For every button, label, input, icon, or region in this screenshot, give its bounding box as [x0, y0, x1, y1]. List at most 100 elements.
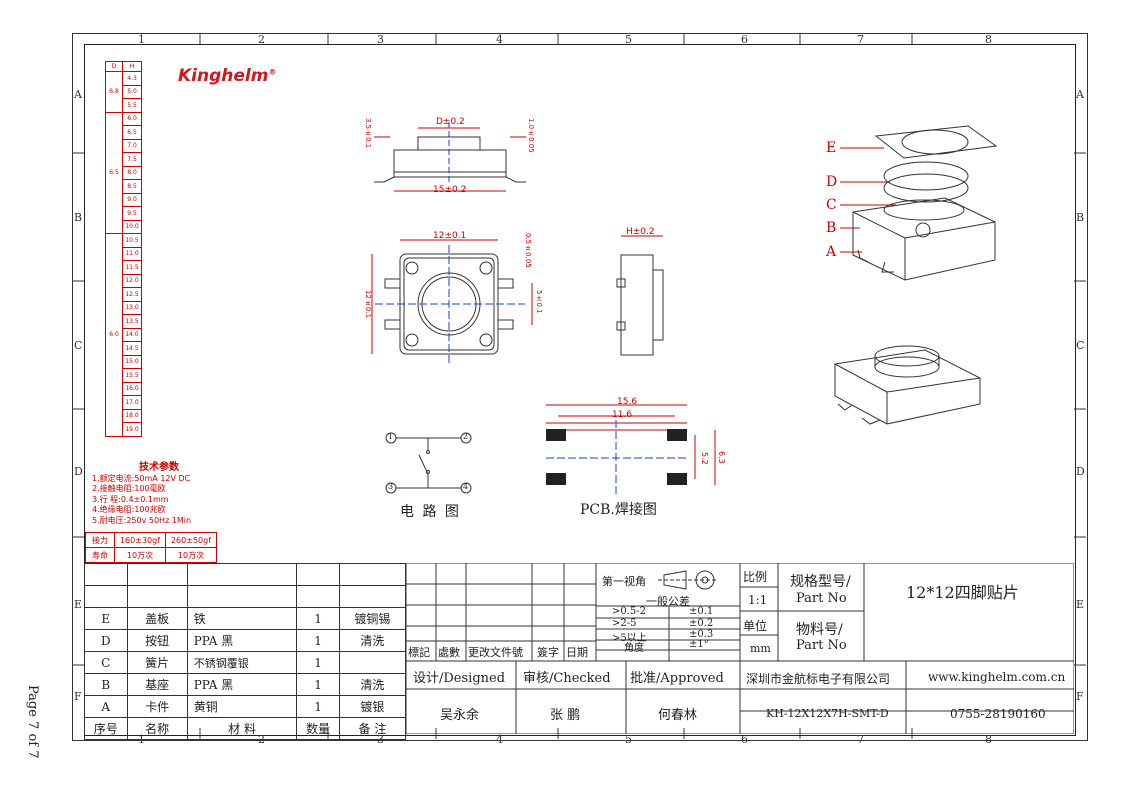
page-label: Page 7 of 7 — [25, 685, 40, 759]
dim-d: D±0.2 — [436, 117, 465, 127]
tol-value: ±0.3 — [689, 629, 714, 640]
tech-spec-item: 4.绝缘电阻:100兆欧 — [92, 505, 166, 514]
row-letter-b-right: B — [1076, 211, 1085, 224]
rev-date: 日期 — [566, 646, 588, 659]
size-h-value: 11.0 — [122, 246, 142, 261]
part-b-label: B — [826, 220, 837, 236]
pcb-pad — [546, 473, 566, 485]
tech-spec-item: 2.接触电阻:100毫欧 — [92, 484, 166, 493]
part-a-label: A — [826, 244, 837, 260]
drawing-outer-frame — [72, 33, 1088, 741]
size-h-value: 19.0 — [122, 422, 142, 437]
col-number-7-bottom: 7 — [857, 733, 864, 746]
size-h-value: 16.0 — [122, 381, 142, 396]
row-letter-d: D — [74, 465, 83, 478]
pin-1: 1 — [388, 432, 394, 441]
pin-4: 4 — [463, 482, 469, 491]
col-number-8: 8 — [985, 33, 992, 46]
approved-label: 批准/Approved — [630, 671, 724, 686]
size-h-value: 17.0 — [122, 395, 142, 410]
unit-label: 单位 — [743, 619, 768, 633]
part-d-label: D — [826, 174, 838, 190]
col-number-4-bottom: 4 — [496, 733, 503, 746]
dim-pcb-11-6: 11.6 — [612, 410, 633, 420]
row-letter-f-right: F — [1076, 690, 1084, 703]
row-letter-d-right: D — [1076, 465, 1085, 478]
dim-5: 5±0.1 — [535, 290, 543, 314]
pcb-pad — [667, 473, 687, 485]
dim-0-5: 0.5±0.05 — [524, 233, 532, 268]
col-number-1: 1 — [138, 33, 145, 46]
col-number-3-bottom: 3 — [377, 733, 384, 746]
tol-value: ±0.1 — [689, 606, 714, 617]
company-name: 深圳市金航标电子有限公司 — [746, 672, 891, 686]
checked-label: 审核/Checked — [523, 671, 611, 686]
col-number-6-bottom: 6 — [741, 733, 748, 746]
size-h-value: 18.0 — [122, 408, 142, 423]
material-label-en: Part No — [796, 638, 847, 653]
material-label: 物料号/ — [796, 622, 843, 638]
base-b — [852, 197, 996, 281]
rev-mark: 標記 — [408, 646, 430, 659]
tech-spec-item: 1.额定电流:50mA 12V DC — [92, 473, 191, 483]
designed-label: 设计/Designed — [413, 671, 506, 686]
tol-range: >2-5 — [612, 618, 637, 629]
force-table: 接力 160±30gf 260±50gf 寿命 10万次 10万次 — [85, 532, 217, 563]
tol-value: ±0.2 — [689, 618, 714, 629]
size-h-value: 13.0 — [122, 300, 142, 315]
row-letter-a-right: A — [1076, 88, 1084, 101]
tech-spec: 技术参数 1.额定电流:50mA 12V DC 2.接触电阻:100毫欧 3.行… — [92, 462, 204, 526]
part-e-label: E — [826, 140, 837, 156]
circuit-diagram-label: 电 路 图 — [400, 504, 461, 520]
dim-1-0: 1.0±0.05 — [527, 118, 535, 153]
tol-range: >0.5-2 — [612, 606, 647, 617]
approver-name: 何春林 — [658, 708, 698, 723]
general-tolerance-label: 一般公差 — [646, 595, 690, 608]
part-number: KH-12X12X7H-SMT-D — [766, 707, 889, 720]
dim-15: 15±0.2 — [433, 185, 467, 195]
tech-spec-item: 3.行 程:0.4±0.1mm — [92, 494, 169, 504]
size-h-value: 15.5 — [122, 368, 142, 383]
designer-name: 吴永余 — [440, 708, 480, 723]
size-h-value: 14.5 — [122, 341, 142, 356]
col-number-1-bottom: 1 — [138, 733, 145, 746]
dim-pcb-5-2: 5.2 — [700, 452, 709, 465]
part-c-label: C — [826, 197, 837, 213]
col-number-2: 2 — [258, 33, 265, 46]
unit-value: mm — [750, 642, 771, 655]
col-number-2-bottom: 2 — [258, 733, 265, 746]
pcb-pad — [667, 429, 687, 441]
dim-h: H±0.2 — [626, 227, 655, 237]
tol-angle-value: ±1° — [689, 639, 709, 650]
tol-range: >5以上 — [612, 633, 647, 644]
size-h-value: 12.0 — [122, 273, 142, 288]
rev-sign: 簽字 — [537, 646, 559, 659]
pin-3: 3 — [388, 482, 394, 491]
cover-plate-e — [874, 125, 998, 159]
dim-pcb-6-3: 6.3 — [717, 451, 726, 464]
row-letter-a: A — [74, 88, 82, 101]
life-value: 10万次 — [165, 547, 217, 563]
rev-count: 處數 — [438, 646, 460, 659]
checker-name: 张 鹏 — [550, 708, 581, 723]
company-phone: 0755-28190160 — [950, 707, 1046, 721]
projection-label: 第一视角 — [602, 575, 646, 588]
side-view-body — [393, 149, 507, 178]
size-h-value: 12.5 — [122, 287, 142, 302]
model-value: 12*12四脚贴片 — [906, 583, 1019, 602]
size-h-value: 15.0 — [122, 354, 142, 369]
model-label: 规格型号/ — [790, 574, 851, 590]
tech-spec-item: 5.耐电压:250v 50Hz 1Min — [92, 515, 192, 525]
right-view-body — [620, 254, 654, 356]
scale-label: 比例 — [743, 570, 768, 584]
rev-doc: 更改文件號 — [468, 646, 523, 659]
row-letter-c-right: C — [1076, 339, 1085, 352]
pcb-pad — [546, 429, 566, 441]
drawing-inner-frame — [84, 44, 1076, 736]
